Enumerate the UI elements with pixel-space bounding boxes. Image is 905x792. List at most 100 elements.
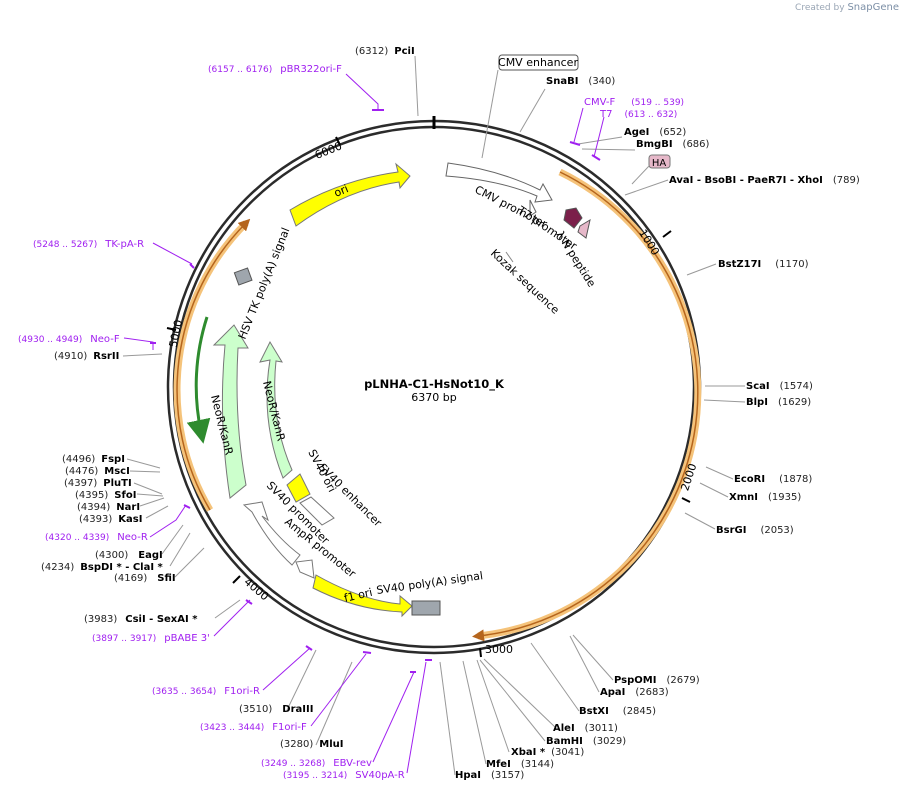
primer-f1ori-f-name: F1ori-F: [272, 722, 307, 733]
enzyme-xmni-pos: (1935): [768, 492, 801, 503]
enzyme-pspomi-pos: (2679): [666, 675, 699, 686]
label-kozak: Kozak sequence: [488, 247, 562, 317]
primer-ebv-rev-name: EBV-rev: [333, 758, 372, 769]
enzyme-pcii-name: PciI: [394, 46, 414, 57]
enzyme-xbai-pos: (3041): [551, 747, 584, 758]
enzyme-snabi-pos: (340): [588, 76, 615, 87]
enzyme-bstxi-pos: (2845): [623, 706, 656, 717]
primer-sv40pa-r: (3195 .. 3214)SV40pA-R: [283, 770, 405, 781]
enzyme-csii: (3983) CsiI - SexAI *: [84, 614, 198, 625]
ha-box: [648, 154, 671, 169]
enzyme-mfei: MfeI(3144): [486, 759, 554, 770]
enzyme-sfii-name: SfiI: [157, 573, 175, 584]
enzyme-eagi: (4300) EagI: [95, 550, 163, 561]
enzyme-kasi-pos: (4393): [79, 514, 112, 525]
feature-sv40-ori: [286, 473, 311, 503]
label-ha: HA: [652, 158, 667, 169]
enzyme-nari: (4394)NarI: [77, 502, 140, 513]
credit: Created by SnapGene: [795, 2, 899, 13]
enzyme-leaders: [122, 55, 746, 776]
enzyme-bamhi-name: BamHI: [546, 736, 583, 747]
ha-leader: [631, 165, 650, 185]
credit-brand: SnapGene: [847, 2, 899, 13]
enzyme-rsrii: (4910)RsrII: [54, 351, 119, 362]
cmv-enhancer-box: [498, 54, 579, 71]
label-neo2: NeoR/KanR: [260, 380, 288, 443]
enzyme-agei-name: AgeI: [624, 127, 649, 138]
enzyme-bspdi-pos: (4234): [41, 562, 74, 573]
enzyme-avai-name: AvaI - BsoBI - PaeR7I - XhoI: [669, 175, 823, 186]
enzyme-fspi: (4496)FspI: [62, 454, 125, 465]
enzyme-hpai-name: HpaI: [455, 770, 481, 781]
enzyme-mfei-name: MfeI: [486, 759, 511, 770]
label-ori: ori: [332, 182, 350, 200]
enzyme-bamhi: BamHI (3029): [546, 736, 626, 747]
feature-neo2: [259, 340, 293, 479]
tick-label-5000: 5000: [167, 319, 186, 349]
enzyme-eagi-name: EagI: [138, 550, 162, 561]
primer-f1ori-r-range: (3635 .. 3654): [152, 687, 216, 697]
enzyme-pluti: (4397)PluTI: [64, 478, 132, 489]
enzyme-apai-name: ApaI: [600, 687, 625, 698]
enzyme-avai-pos: (789): [833, 175, 860, 186]
enzyme-kasi-name: KasI: [118, 514, 142, 525]
enzyme-sfoi: (4395)SfoI: [75, 490, 136, 501]
enzyme-agei-pos: (652): [659, 127, 686, 138]
enzyme-eagi-pos: (4300): [95, 550, 128, 561]
enzyme-sfoi-pos: (4395): [75, 490, 108, 501]
enzyme-nari-pos: (4394): [77, 502, 110, 513]
enzyme-scai-name: ScaI: [746, 381, 770, 392]
label-sv40-polya: SV40 poly(A) signal: [376, 569, 484, 597]
enzyme-apai-pos: (2683): [635, 687, 668, 698]
primer-sv40pa-r-range: (3195 .. 3214): [283, 771, 347, 781]
primer-neo-r: (4320 .. 4339)Neo-R: [45, 532, 148, 543]
enzyme-xbai-name: XbaI *: [511, 747, 546, 758]
feature-hsv-tk: [233, 267, 253, 286]
plasmid-length: 6370 bp: [411, 391, 456, 404]
enzyme-pluti-pos: (4397): [64, 478, 97, 489]
feature-ori: [289, 162, 411, 227]
enzyme-xbai: XbaI * (3041): [511, 747, 584, 758]
enzyme-bmgbi-name: BmgBI: [636, 139, 673, 150]
primer-cmv-f: CMV-F(519 .. 539): [584, 97, 684, 108]
enzyme-blpi: BlpI (1629): [746, 397, 811, 408]
enzyme-bmgbi: BmgBI(686): [636, 139, 710, 150]
primer-t7: T7(613 .. 632): [599, 109, 677, 120]
primer-tk-pa-r: (5248 .. 5267)TK-pA-R: [33, 239, 144, 250]
enzyme-snabi-name: SnaBI: [546, 76, 578, 87]
enzyme-blpi-name: BlpI: [746, 397, 768, 408]
enzyme-bstz17i: BstZ17I(1170): [718, 259, 809, 270]
primer-neo-f-name: Neo-F: [90, 334, 120, 345]
neo-green-arrow: [186, 316, 211, 444]
left-arrow: [176, 218, 251, 511]
enzyme-msci-pos: (4476): [65, 466, 98, 477]
backbone-ticks: [166, 136, 691, 658]
enzyme-bsrgi-name: BsrGI: [716, 525, 746, 536]
enzyme-alei-pos: (3011): [585, 723, 618, 734]
primer-ebv-rev-range: (3249 .. 3268): [261, 759, 325, 769]
enzyme-rsrii-pos: (4910): [54, 351, 87, 362]
primer-t7-range: (613 .. 632): [624, 110, 677, 120]
enzyme-mlui: (3280)MluI: [280, 739, 343, 750]
enzyme-bspdi-name: BspDI * - ClaI *: [80, 562, 163, 573]
primer-neo-f: (4930 .. 4949) Neo-F: [18, 334, 120, 345]
feature-ha-arrow: [577, 218, 591, 239]
enzyme-alei: AleI(3011): [553, 723, 618, 734]
enzyme-bsrgi-pos: (2053): [760, 525, 793, 536]
enzyme-blpi-pos: (1629): [778, 397, 811, 408]
primer-leaders: [123, 73, 605, 774]
primer-f1ori-r-name: F1ori-R: [224, 686, 260, 697]
enzyme-bstz17i-name: BstZ17I: [718, 259, 761, 270]
enzyme-csii-name: CsiI - SexAI *: [125, 614, 198, 625]
enzyme-xmni-name: XmnI: [729, 492, 758, 503]
enzyme-draiii: (3510)DraIII: [239, 704, 313, 715]
enzyme-csii-pos: (3983): [84, 614, 117, 625]
enzyme-pspomi-name: PspOMI: [614, 675, 656, 686]
enzyme-scai: ScaI(1574): [746, 381, 813, 392]
primer-neo-f-range: (4930 .. 4949): [18, 335, 82, 345]
enzyme-bamhi-pos: (3029): [593, 736, 626, 747]
primer-pbr322ori-f-range: (6157 .. 6176): [208, 65, 272, 75]
feature-cmv-promoter: [445, 162, 553, 203]
feature-ampr-promoter: [295, 559, 315, 579]
